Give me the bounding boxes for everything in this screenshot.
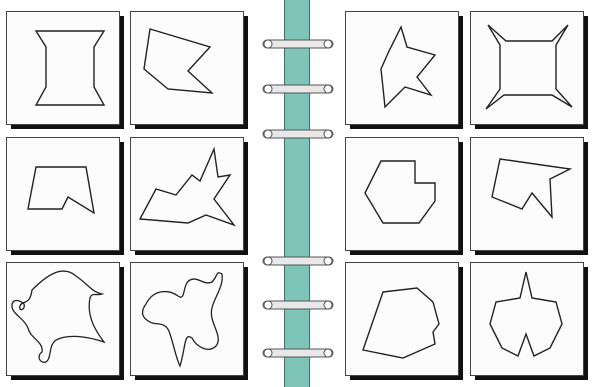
pacman-hexagon-shape	[365, 161, 435, 223]
ring-6	[263, 349, 333, 357]
star-arrow-shape	[381, 27, 435, 107]
jagged-quad-shape	[363, 288, 439, 358]
ring-4	[263, 257, 333, 265]
panel-star-arrow	[345, 11, 460, 126]
panel-arrow-notch	[470, 137, 585, 252]
panel-concave-square	[470, 11, 585, 126]
arrow-notch-shape	[492, 159, 570, 217]
ring-2	[263, 85, 333, 93]
house-notch-shape	[490, 272, 562, 356]
panel-house-notch	[470, 262, 585, 377]
concave-square-shape	[486, 25, 572, 109]
ring-5	[263, 301, 333, 309]
panel-jagged-quad	[345, 262, 460, 377]
ring-1	[263, 40, 333, 48]
ring-3	[263, 130, 333, 138]
panel-pacman-hexagon	[345, 137, 460, 252]
